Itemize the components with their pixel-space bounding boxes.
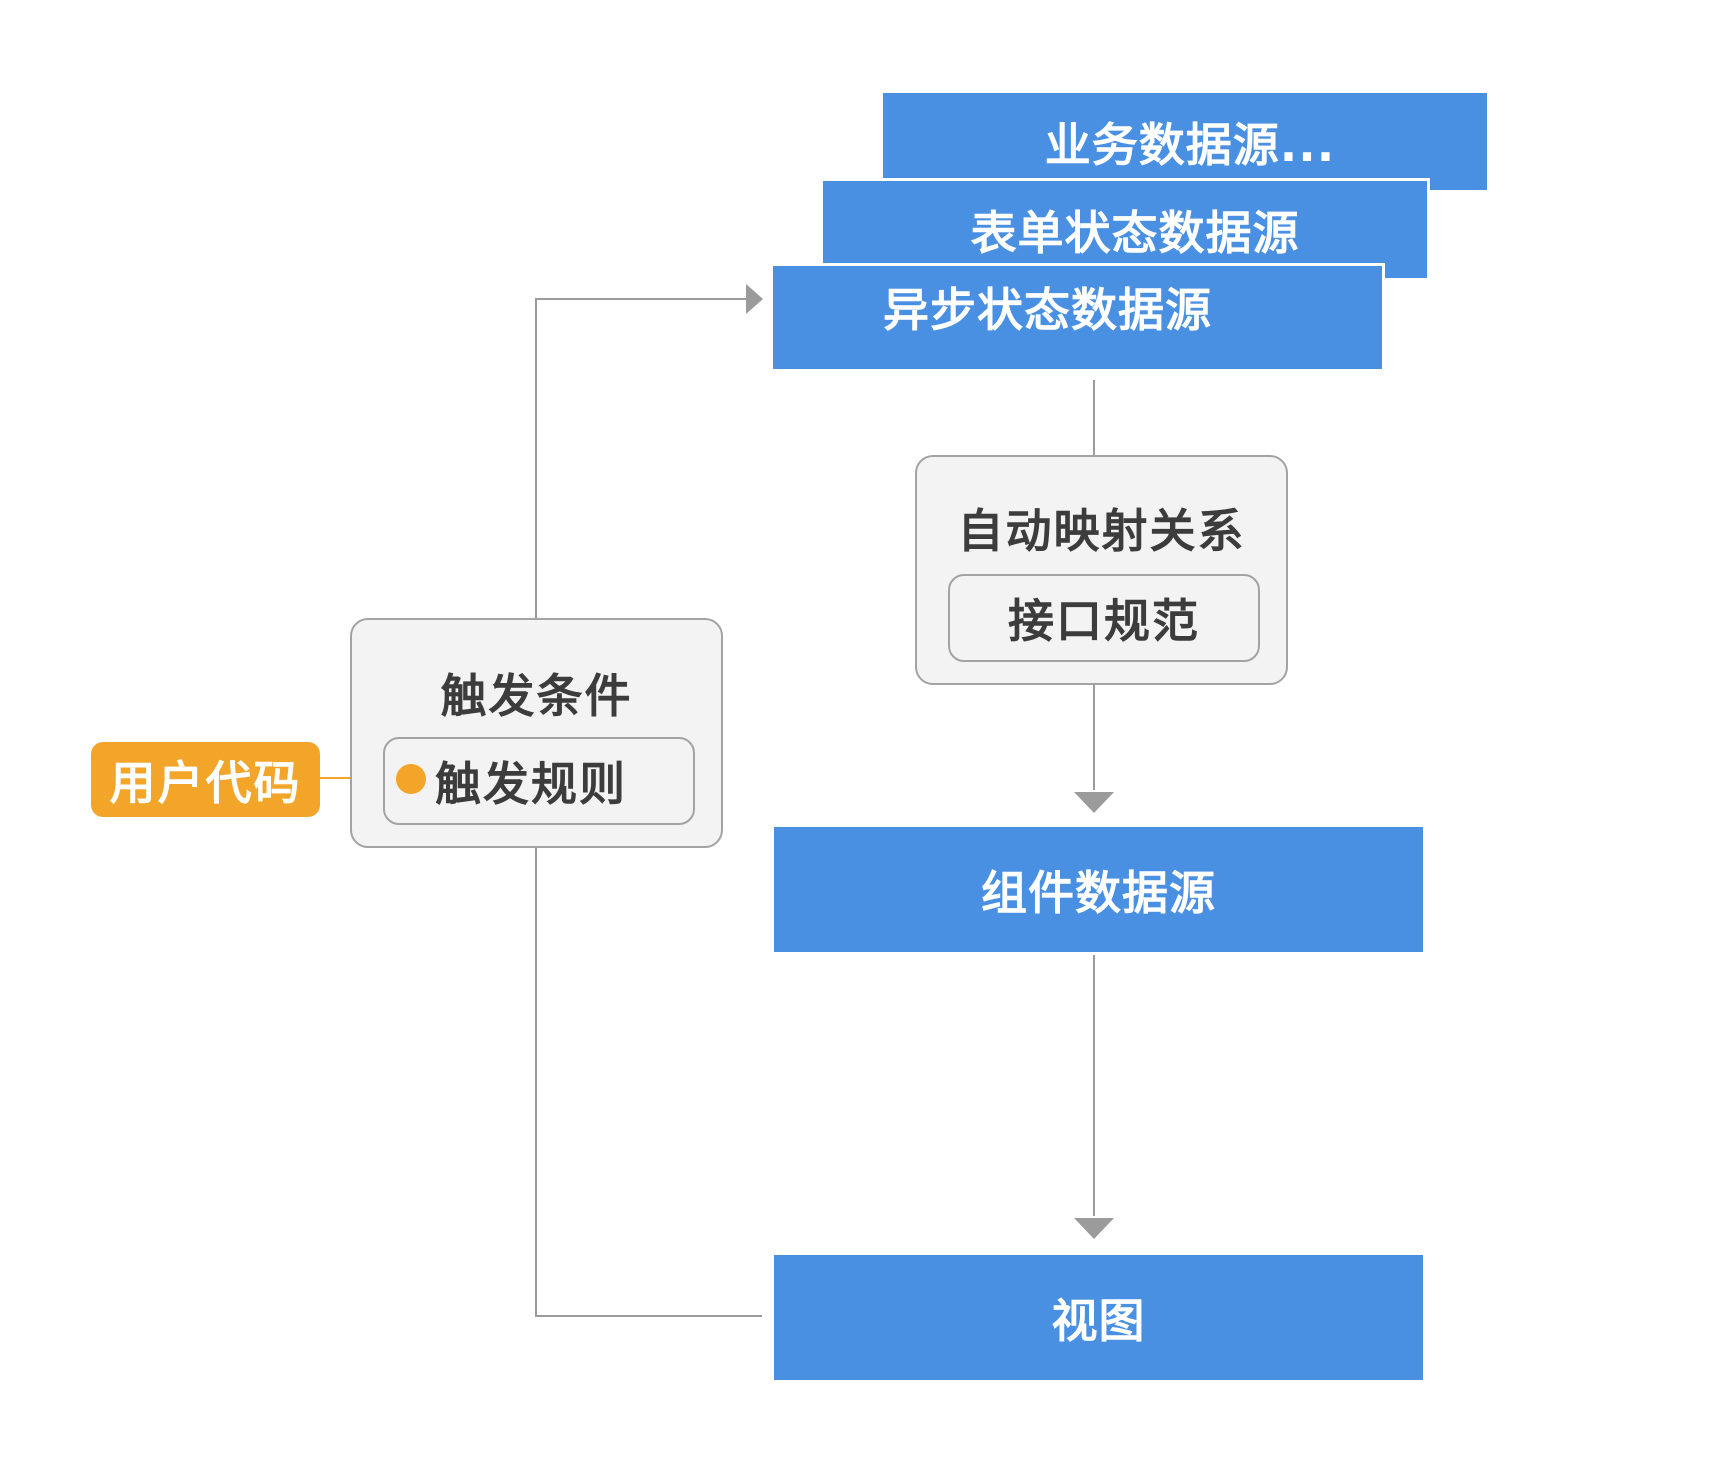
async-state-data-source-label: 异步状态数据源 bbox=[883, 282, 1212, 337]
interface-spec-label: 接口规范 bbox=[1008, 594, 1200, 648]
trigger-condition-title: 触发条件 bbox=[440, 669, 633, 723]
interface-spec-box: 接口规范 bbox=[948, 574, 1260, 662]
trigger-to-datasource-line bbox=[535, 298, 748, 618]
auto-mapping-group: 自动映射关系 接口规范 bbox=[915, 455, 1288, 685]
view-label: 视图 bbox=[1051, 1293, 1146, 1348]
trigger-rule-connector-dot bbox=[396, 764, 426, 794]
trigger-condition-group: 触发条件 触发规则 bbox=[350, 618, 723, 848]
component-data-source: 组件数据源 bbox=[774, 827, 1423, 952]
view-to-trigger-line bbox=[535, 848, 762, 1317]
async-state-data-source: 异步状态数据源 bbox=[770, 263, 1385, 372]
datasource-arrowhead bbox=[746, 284, 763, 314]
view-arrowhead bbox=[1074, 1218, 1114, 1239]
form-state-data-source-label: 表单状态数据源 bbox=[970, 205, 1300, 260]
trigger-rule-label: 触发规则 bbox=[435, 757, 627, 811]
user-code-box: 用户代码 bbox=[91, 742, 320, 817]
view-box: 视图 bbox=[774, 1255, 1423, 1380]
component-data-source-label: 组件数据源 bbox=[981, 865, 1216, 920]
component-arrowhead bbox=[1074, 792, 1114, 813]
business-data-source-label: 业务数据源... bbox=[1044, 117, 1336, 172]
user-code-label: 用户代码 bbox=[109, 755, 302, 810]
trigger-rule-box: 触发规则 bbox=[383, 737, 695, 825]
auto-mapping-title: 自动映射关系 bbox=[957, 504, 1246, 558]
